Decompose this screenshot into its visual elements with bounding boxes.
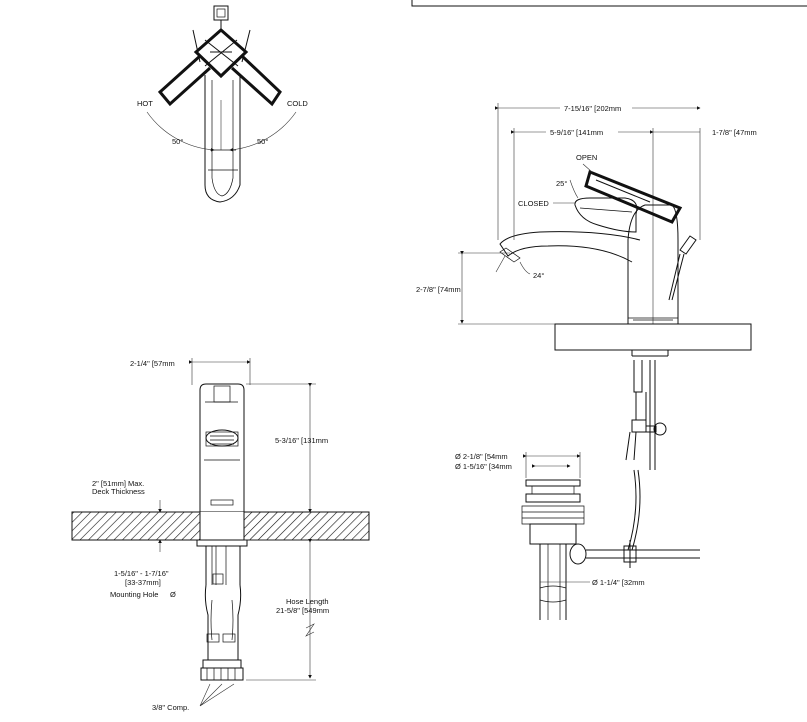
angle-spout: 24° xyxy=(533,271,544,280)
lever-cold xyxy=(230,54,282,107)
label-cold: COLD xyxy=(287,99,308,108)
dim-drain-tail: Ø 1-1/4" [32mm xyxy=(592,578,645,587)
handle-cap xyxy=(213,5,229,21)
dim-drain-inner: Ø 1-5/16" [34mm xyxy=(455,462,512,471)
angle-right: 50° xyxy=(257,137,268,146)
label-closed: CLOSED xyxy=(518,199,549,208)
hole-note-1: 1-5/16" - 1-7/16" xyxy=(114,569,169,578)
handle-base xyxy=(193,28,249,79)
angle-left: 50° xyxy=(172,137,183,146)
faucet-body-top xyxy=(204,75,241,203)
label-hot: HOT xyxy=(137,99,153,108)
angle-handle: 25° xyxy=(556,179,567,188)
dim-drain-outer: Ø 2-1/8" [54mm xyxy=(455,452,508,461)
top-view: HOT COLD 50° 50° xyxy=(137,5,308,203)
drain-body xyxy=(525,479,581,487)
dim-spout-height: 2-7/8" [74mm xyxy=(416,285,461,294)
side-view: 7-15/16" [202mm 5-9/16" [141mm 1-7/8" [4… xyxy=(416,103,757,470)
deck-note-2: Deck Thickness xyxy=(92,487,145,496)
dim-back: 1-7/8" [47mm xyxy=(712,128,757,137)
hole-symbol: Ø xyxy=(170,590,176,599)
faucet-body-front xyxy=(199,383,245,513)
label-open: OPEN xyxy=(576,153,597,162)
dim-height: 5-3/16" [131mm xyxy=(275,436,328,445)
spout xyxy=(499,231,641,263)
lever-hot xyxy=(157,54,212,107)
dim-reach: 5-9/16" [141mm xyxy=(550,128,603,137)
handle-closed xyxy=(574,197,638,233)
front-view: 2-1/4" [57mm 5-3/16" [131mm 2" [51mm] Ma… xyxy=(71,358,370,712)
dim-width: 2-1/4" [57mm xyxy=(130,359,175,368)
dim-overall: 7-15/16" [202mm xyxy=(564,104,621,113)
hose-note-2: 21-5/8" [549mm xyxy=(276,606,329,615)
frame-border xyxy=(411,0,807,7)
drain-assembly: Ø 2-1/8" [54mm Ø 1-5/16" [34mm Ø 1-1/4" … xyxy=(455,392,700,620)
deck-note-1: 2" [51mm] Max. xyxy=(92,479,144,488)
deck-slab xyxy=(554,323,752,351)
hole-note-3: Mounting Hole xyxy=(110,590,158,599)
handle-open xyxy=(584,169,683,224)
hose-note-1: Hose Length xyxy=(286,597,329,606)
comp-note: 3/8" Comp. xyxy=(152,703,189,712)
hole-note-2: [33-37mm] xyxy=(125,578,161,587)
